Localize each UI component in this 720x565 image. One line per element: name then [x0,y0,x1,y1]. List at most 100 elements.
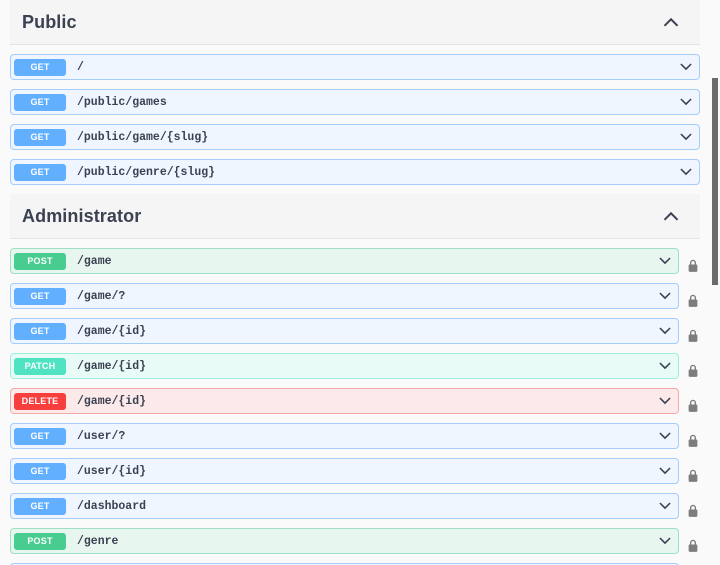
operation-summary[interactable]: POST/game [11,249,678,273]
http-method-badge: POST [14,532,66,550]
operation-get-public-game-slug[interactable]: GET/public/game/{slug} [10,124,700,150]
operation-row-wrapper: GET/public/games [10,89,700,124]
operation-row-wrapper: POST/genre [10,528,700,563]
padlock-icon [687,434,699,448]
operation-summary[interactable]: GET/public/game/{slug} [11,125,699,149]
operation-row-wrapper: GET/public/genre/{slug} [10,159,700,194]
http-method-badge: GET [14,93,66,111]
operation-path: /genre [77,534,119,548]
http-method-badge: GET [14,427,66,445]
http-method-badge: GET [14,128,66,146]
chevron-up-icon[interactable] [662,13,680,31]
vertical-scrollbar-track[interactable] [710,0,720,565]
operation-get-public-genre-slug[interactable]: GET/public/genre/{slug} [10,159,700,185]
operation-row-wrapper: POST/game [10,248,700,283]
section-title: Administrator [22,205,142,226]
chevron-down-icon[interactable] [658,289,672,303]
chevron-up-icon[interactable] [662,207,680,225]
operation-summary[interactable]: GET/user/{id} [11,459,678,483]
operation-path: /game/{id} [77,359,147,373]
http-method-badge: PATCH [14,357,66,375]
operation-post-game[interactable]: POST/game [10,248,679,274]
http-method-badge: GET [14,287,66,305]
operation-path: /public/genre/{slug} [77,165,216,179]
operation-summary[interactable]: GET/public/genre/{slug} [11,160,699,184]
operation-path: /public/game/{slug} [77,130,209,144]
operation-row-wrapper: PATCH/game/{id} [10,353,700,388]
chevron-down-icon[interactable] [658,499,672,513]
chevron-down-icon[interactable] [658,534,672,548]
operation-summary[interactable]: PATCH/game/{id} [11,354,678,378]
operation-summary[interactable]: POST/genre [11,529,678,553]
padlock-icon [687,329,699,343]
chevron-down-icon[interactable] [658,429,672,443]
operation-path: /dashboard [77,499,147,513]
padlock-icon [687,399,699,413]
padlock-icon [687,504,699,518]
operation-get-user[interactable]: GET/user/? [10,423,679,449]
operation-path: /public/games [77,95,167,109]
padlock-icon [687,259,699,273]
operation-row-wrapper: GET/genre/? [10,563,700,565]
operation-row-wrapper: GET/game/{id} [10,318,700,353]
operation-get-user-id[interactable]: GET/user/{id} [10,458,679,484]
operation-row-wrapper: GET/public/game/{slug} [10,124,700,159]
operation-path: / [77,60,84,74]
http-method-badge: GET [14,462,66,480]
operation-summary[interactable]: GET/game/? [11,284,678,308]
http-method-badge: DELETE [14,392,66,410]
operation-get-dashboard[interactable]: GET/dashboard [10,493,679,519]
operation-summary[interactable]: GET/game/{id} [11,319,678,343]
operation-row-wrapper: GET / [10,54,700,89]
operation-path: /game/? [77,289,126,303]
operation-post-genre[interactable]: POST/genre [10,528,679,554]
operation-get-[interactable]: GET / [10,54,700,80]
operation-summary[interactable]: GET/dashboard [11,494,678,518]
operation-get-game[interactable]: GET/game/? [10,283,679,309]
operation-row-wrapper: GET/user/{id} [10,458,700,493]
http-method-badge: GET [14,497,66,515]
operation-summary[interactable]: GET / [11,55,699,79]
operation-row-wrapper: GET/dashboard [10,493,700,528]
operation-summary[interactable]: GET/public/games [11,90,699,114]
operation-get-public-games[interactable]: GET/public/games [10,89,700,115]
section-header-public[interactable]: Public [10,0,700,45]
operation-path: /user/? [77,429,126,443]
operation-path: /game/{id} [77,394,147,408]
operation-row-wrapper: DELETE/game/{id} [10,388,700,423]
chevron-down-icon[interactable] [679,130,693,144]
operation-path: /user/{id} [77,464,147,478]
chevron-down-icon[interactable] [658,394,672,408]
vertical-scrollbar-thumb[interactable] [712,78,718,285]
padlock-icon [687,364,699,378]
http-method-badge: GET [14,58,66,76]
padlock-icon [687,469,699,483]
operation-path: /game [77,254,112,268]
chevron-down-icon[interactable] [679,95,693,109]
section-header-administrator[interactable]: Administrator [10,194,700,239]
http-method-badge: POST [14,252,66,270]
operation-get-game-id[interactable]: GET/game/{id} [10,318,679,344]
chevron-down-icon[interactable] [658,254,672,268]
padlock-icon [687,294,699,308]
http-method-badge: GET [14,163,66,181]
operation-patch-game-id[interactable]: PATCH/game/{id} [10,353,679,379]
operation-row-wrapper: GET/user/? [10,423,700,458]
chevron-down-icon[interactable] [658,359,672,373]
operation-summary[interactable]: DELETE/game/{id} [11,389,678,413]
operation-row-wrapper: GET/game/? [10,283,700,318]
operation-path: /game/{id} [77,324,147,338]
operation-summary[interactable]: GET/user/? [11,424,678,448]
chevron-down-icon[interactable] [658,324,672,338]
chevron-down-icon[interactable] [679,60,693,74]
http-method-badge: GET [14,322,66,340]
operation-delete-game-id[interactable]: DELETE/game/{id} [10,388,679,414]
section-title: Public [22,11,77,32]
chevron-down-icon[interactable] [658,464,672,478]
chevron-down-icon[interactable] [679,165,693,179]
padlock-icon [687,539,699,553]
